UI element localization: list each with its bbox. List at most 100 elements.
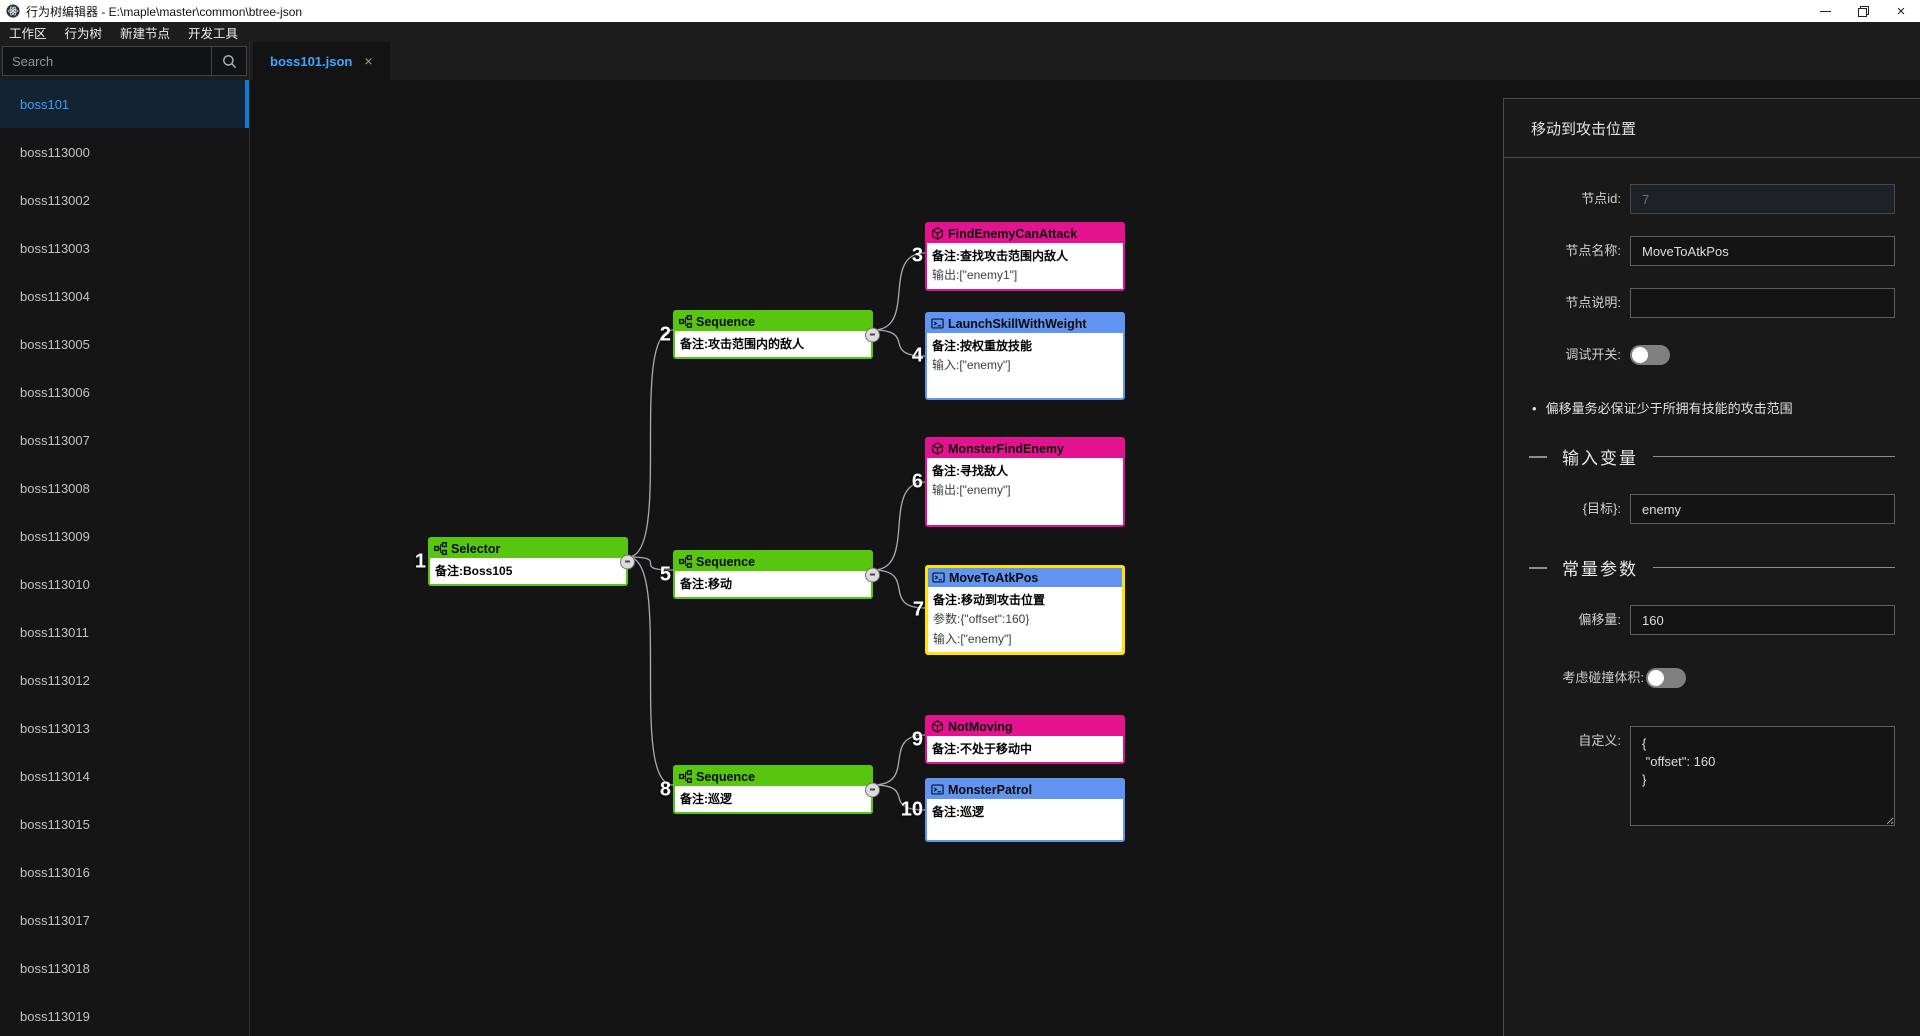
node-line: 备注:攻击范围内的敌人	[680, 336, 804, 351]
restore-button[interactable]	[1844, 0, 1882, 22]
tab-boss101.json[interactable]: boss101.json ×	[253, 42, 390, 80]
sidebar-item-boss113003[interactable]: boss113003	[20, 240, 90, 256]
sidebar-item-boss113010[interactable]: boss113010	[20, 576, 90, 592]
custom-json-field[interactable]: { "offset": 160 }	[1630, 726, 1895, 826]
node-desc-field[interactable]	[1630, 288, 1895, 318]
sidebar-item-boss113009[interactable]: boss113009	[20, 528, 90, 544]
menu-item-行为树[interactable]: 行为树	[64, 26, 103, 41]
search-icon	[222, 54, 236, 68]
search-input[interactable]	[3, 47, 211, 75]
sidebar-item-boss113019[interactable]: boss113019	[20, 1008, 90, 1024]
app-icon	[6, 4, 20, 18]
node-index: 10	[900, 798, 923, 821]
node-title: LaunchSkillWithWeight	[948, 316, 1087, 331]
sidebar-item-boss113002[interactable]: boss113002	[20, 192, 90, 208]
sidebar-item-boss113014[interactable]: boss113014	[20, 768, 90, 784]
search-button[interactable]	[211, 47, 246, 75]
collision-toggle[interactable]	[1646, 668, 1686, 688]
menu-item-开发工具[interactable]: 开发工具	[188, 26, 239, 41]
collapse-toggle[interactable]	[865, 567, 880, 582]
offset-field[interactable]	[1630, 605, 1895, 635]
sidebar-item-boss113016[interactable]: boss113016	[20, 864, 90, 880]
sidebar-item-boss113008[interactable]: boss113008	[20, 480, 90, 496]
menu-item-新建节点[interactable]: 新建节点	[120, 26, 171, 41]
minimize-icon	[1819, 10, 1831, 12]
node-title: Sequence	[696, 769, 756, 784]
tab-label: boss101.json	[270, 53, 353, 69]
title-bar: 行为树编辑器 - E:\maple\master\common\btree-js…	[0, 0, 1920, 22]
edge-1-5	[627, 556, 674, 571]
node-index: 4	[911, 344, 923, 367]
sidebar-tree-list: boss101 boss113000 boss113002 boss113003 bos…	[0, 80, 250, 1036]
node-body: 备注:巡逻	[927, 799, 1123, 825]
node-body: 备注:按权重放技能输入:["enemy"]	[927, 333, 1123, 379]
search-box	[2, 46, 247, 76]
minimize-button[interactable]	[1806, 0, 1844, 22]
sidebar-item-boss113018[interactable]: boss113018	[20, 960, 90, 976]
tab-close-icon[interactable]: ×	[364, 53, 373, 69]
node-name-field[interactable]	[1630, 236, 1895, 266]
sidebar-item-boss101[interactable]: boss101	[0, 80, 249, 128]
node-title: Sequence	[696, 554, 756, 569]
node-title: MoveToAtkPos	[949, 570, 1039, 585]
node-body: 备注:巡逻	[675, 786, 871, 812]
section-dash	[1529, 566, 1547, 569]
node-title: Selector	[451, 541, 501, 556]
debug-toggle-label: 调试开关:	[1565, 347, 1621, 362]
node-line: 备注:移动	[680, 576, 732, 591]
target-label: {目标}:	[1582, 501, 1621, 516]
node-body: 备注:寻找敌人输出:["enemy"]	[927, 458, 1123, 504]
collapse-toggle[interactable]	[865, 327, 880, 342]
node-line: 备注:按权重放技能	[932, 338, 1032, 353]
debug-toggle[interactable]	[1630, 345, 1670, 365]
sidebar-item-boss113007[interactable]: boss113007	[20, 432, 90, 448]
debug-toggle-row: 调试开关:	[1529, 340, 1895, 370]
sidebar-item-boss113004[interactable]: boss113004	[20, 288, 90, 304]
custom-json-label: 自定义:	[1578, 733, 1621, 748]
menu-bar: 工作区 行为树 新建节点 开发工具	[0, 22, 1920, 42]
sidebar-item-boss113005[interactable]: boss113005	[20, 336, 90, 352]
input-vars-section: 输入变量	[1529, 444, 1895, 469]
condition-cube-icon	[932, 720, 943, 733]
node-header: MonsterFindEnemy	[927, 439, 1123, 458]
node-index: 7	[912, 598, 924, 621]
window-controls: ×	[1806, 0, 1920, 22]
node-line: 输入:["enemy"]	[932, 358, 1011, 372]
node-line: 备注:Boss105	[435, 563, 513, 578]
sidebar-item-boss113012[interactable]: boss113012	[20, 672, 90, 688]
target-field[interactable]	[1630, 494, 1895, 524]
tree-node-LaunchSkillWithWeight[interactable]: 4 LaunchSkillWithWeight 备注:按权重放技能输入:["enem…	[912, 312, 1125, 400]
sidebar-item-boss113015[interactable]: boss113015	[20, 816, 90, 832]
node-title: FindEnemyCanAttack	[948, 226, 1078, 241]
offset-label: 偏移量:	[1578, 612, 1621, 627]
restore-icon	[1857, 5, 1869, 17]
node-name-row: 节点名称:	[1529, 236, 1895, 266]
collapse-toggle[interactable]	[865, 782, 880, 797]
toggle-knob	[1632, 347, 1648, 363]
menu-item-工作区[interactable]: 工作区	[9, 26, 47, 41]
sidebar-item-boss113017[interactable]: boss113017	[20, 912, 90, 928]
node-index: 2	[659, 323, 671, 345]
collision-toggle-label: 考虑碰撞体积:	[1562, 670, 1644, 685]
window-title: 行为树编辑器 - E:\maple\master\common\btree-js…	[26, 4, 303, 19]
sidebar-item-boss113011[interactable]: boss113011	[20, 624, 89, 640]
sidebar-item-boss113013[interactable]: boss113013	[20, 720, 90, 736]
collapse-toggle[interactable]	[620, 554, 635, 569]
close-button[interactable]: ×	[1882, 0, 1920, 22]
sidebar-item-boss113006[interactable]: boss113006	[20, 384, 90, 400]
sidebar-item-boss113000[interactable]: boss113000	[20, 144, 90, 160]
condition-cube-icon	[932, 442, 943, 455]
node-line: 备注:巡逻	[680, 791, 732, 806]
node-name-label: 节点名称:	[1565, 243, 1621, 258]
node-line: 备注:不处于移动中	[932, 741, 1032, 756]
composite-icon	[434, 542, 447, 555]
